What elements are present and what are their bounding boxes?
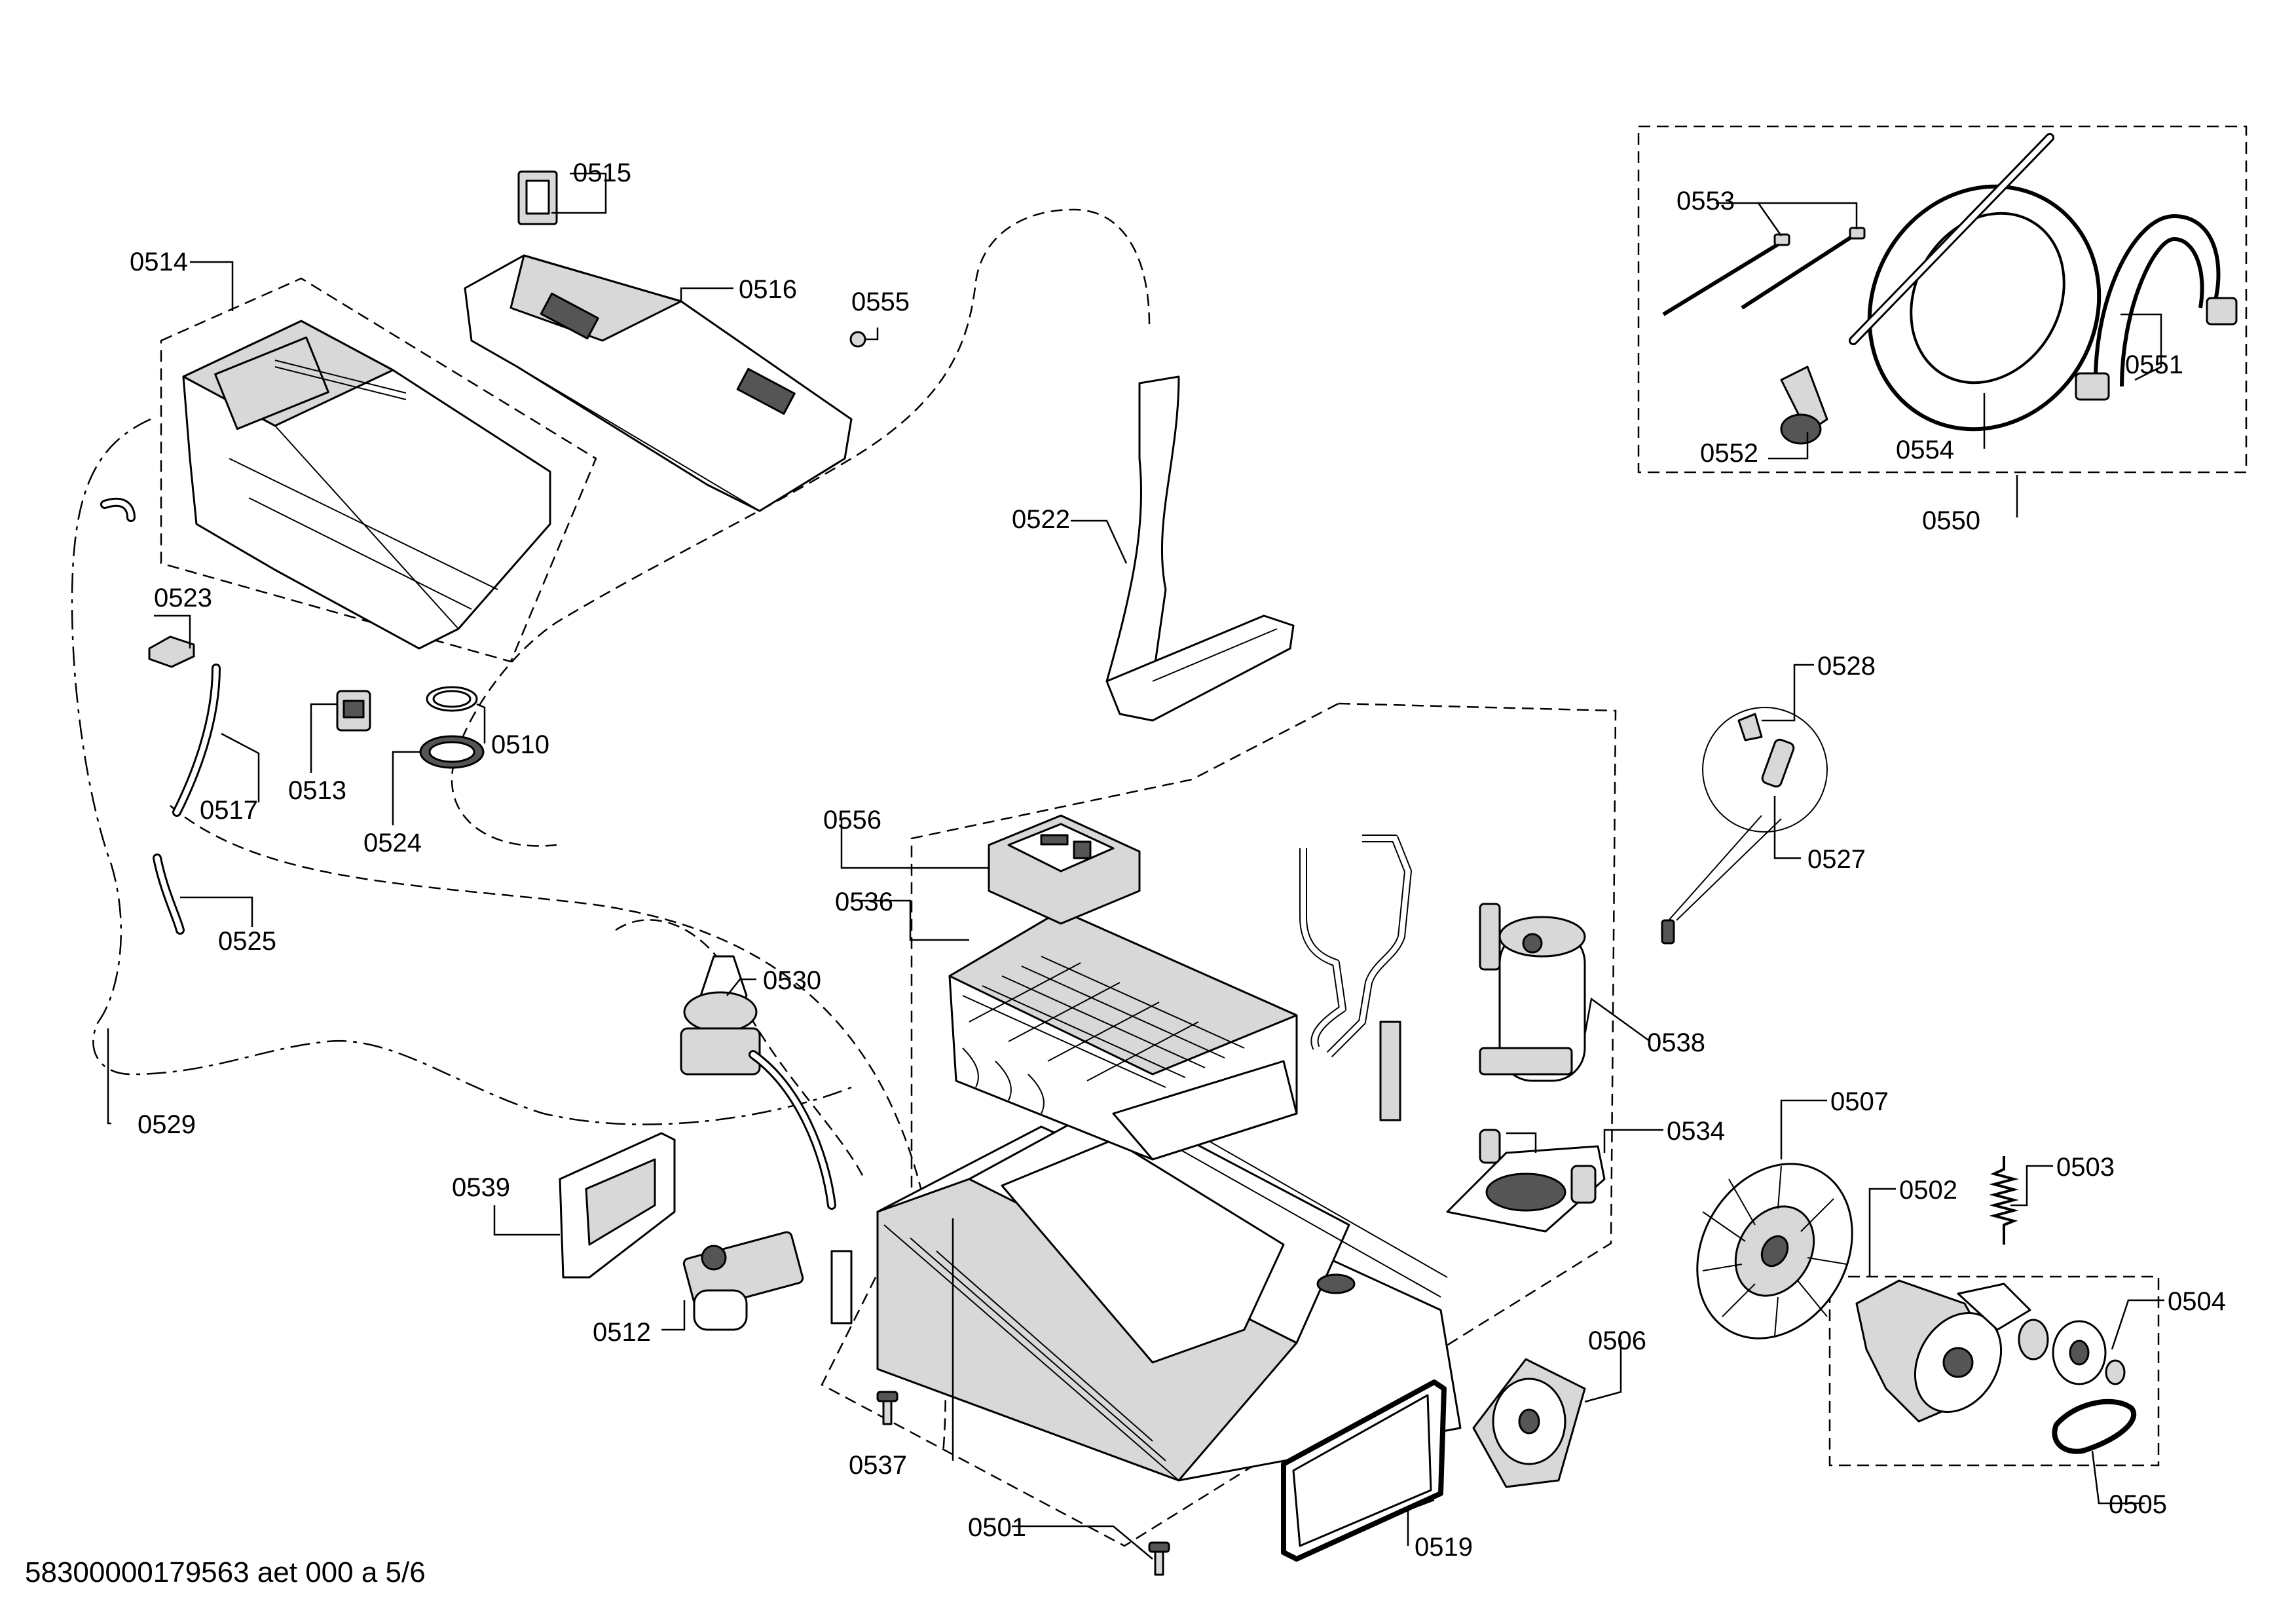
pulley-assembly [2018,1319,2126,1385]
screw-0501 [1148,1541,1170,1576]
pipe-bracket [1379,1021,1401,1121]
label-0536: 0536 [835,888,893,916]
label-0555: 0555 [851,288,910,316]
label-0553: 0553 [1676,187,1735,216]
inlet-hose-path [71,418,852,1125]
group-frames [160,125,2248,1547]
seals-0510-0524 [419,686,485,769]
compressor [1479,903,1586,1082]
part-labels: 0514 0515 0516 0555 0522 0523 0517 0513 … [130,159,2226,1562]
filter-gasket [1281,1379,1447,1562]
hose-0525 [100,497,185,935]
label-0528: 0528 [1817,652,1876,681]
compressor-mount [1446,1129,1606,1233]
drive-belt [2052,1398,2137,1454]
screw-0537 [876,1391,898,1425]
label-0517: 0517 [200,796,258,825]
motor-assembly-frame [1828,1275,2160,1467]
base-assembly-frame [821,702,1617,1547]
sensor-detail-circle [1702,707,1828,833]
pump-hose-path [615,919,866,1180]
label-0504: 0504 [2168,1287,2226,1316]
label-0529: 0529 [138,1110,196,1139]
label-0525: 0525 [218,927,276,956]
electronics-bracket [559,1132,676,1279]
label-0554: 0554 [1896,436,1954,464]
label-0550: 0550 [1922,506,1980,535]
refrigerant-pipes [1299,835,1412,1058]
label-0502: 0502 [1899,1176,1957,1205]
label-0534: 0534 [1667,1117,1725,1146]
s-shaped-hose [1105,375,1295,722]
sensor-parts [1661,713,1795,945]
label-0507: 0507 [1830,1087,1889,1116]
label-0522: 0522 [1012,505,1070,534]
label-0519: 0519 [1415,1533,1473,1562]
control-module [988,814,1141,925]
label-0515: 0515 [573,159,631,187]
valve-0513 [336,690,371,732]
fan-wheel [1696,1163,1853,1340]
label-0527: 0527 [1807,845,1866,874]
label-0556: 0556 [823,806,881,835]
label-0514: 0514 [130,248,188,276]
label-0538: 0538 [1647,1028,1705,1057]
cap-screw [849,331,866,348]
label-0513: 0513 [288,776,346,805]
label-0539: 0539 [452,1173,510,1202]
clip-0523 [148,635,195,668]
label-0552: 0552 [1700,439,1758,468]
drain-hose-path [451,208,1151,847]
label-0505: 0505 [2109,1490,2167,1519]
siphon-cap [517,170,558,225]
tension-spring [1989,1156,2019,1245]
accessory-kit-frame [1637,125,2248,474]
label-0537: 0537 [849,1451,907,1480]
fan-cover [1472,1358,1586,1488]
hose-bracket [2075,214,2238,401]
cable-ties [1662,227,1866,316]
label-0503: 0503 [2056,1153,2115,1182]
document-code: 58300000179563 aet 000 a 5/6 [25,1556,426,1588]
label-0506: 0506 [1588,1326,1646,1355]
base-unit [830,1099,1462,1482]
drain-pump [680,955,836,1210]
heat-exchanger [948,909,1298,1161]
supply-hose-path [170,805,946,1455]
detergent-drawer-housing [182,320,551,650]
drawer-cover [464,254,853,512]
label-0530: 0530 [763,966,821,995]
leader-lines [107,172,2164,1560]
hose-connector [1780,366,1828,445]
drive-motor [1855,1279,2031,1423]
label-0523: 0523 [154,584,212,612]
label-0501: 0501 [968,1513,1026,1542]
hose-coil [1849,133,2102,432]
label-0524: 0524 [363,829,422,857]
label-0510: 0510 [491,730,549,759]
detergent-drawer-frame [160,277,597,663]
hose-0517 [172,664,221,817]
label-0551: 0551 [2125,350,2183,379]
label-0512: 0512 [593,1318,651,1347]
label-0516: 0516 [739,275,797,304]
base-clip [830,1250,853,1324]
inlet-valve [682,1231,804,1331]
